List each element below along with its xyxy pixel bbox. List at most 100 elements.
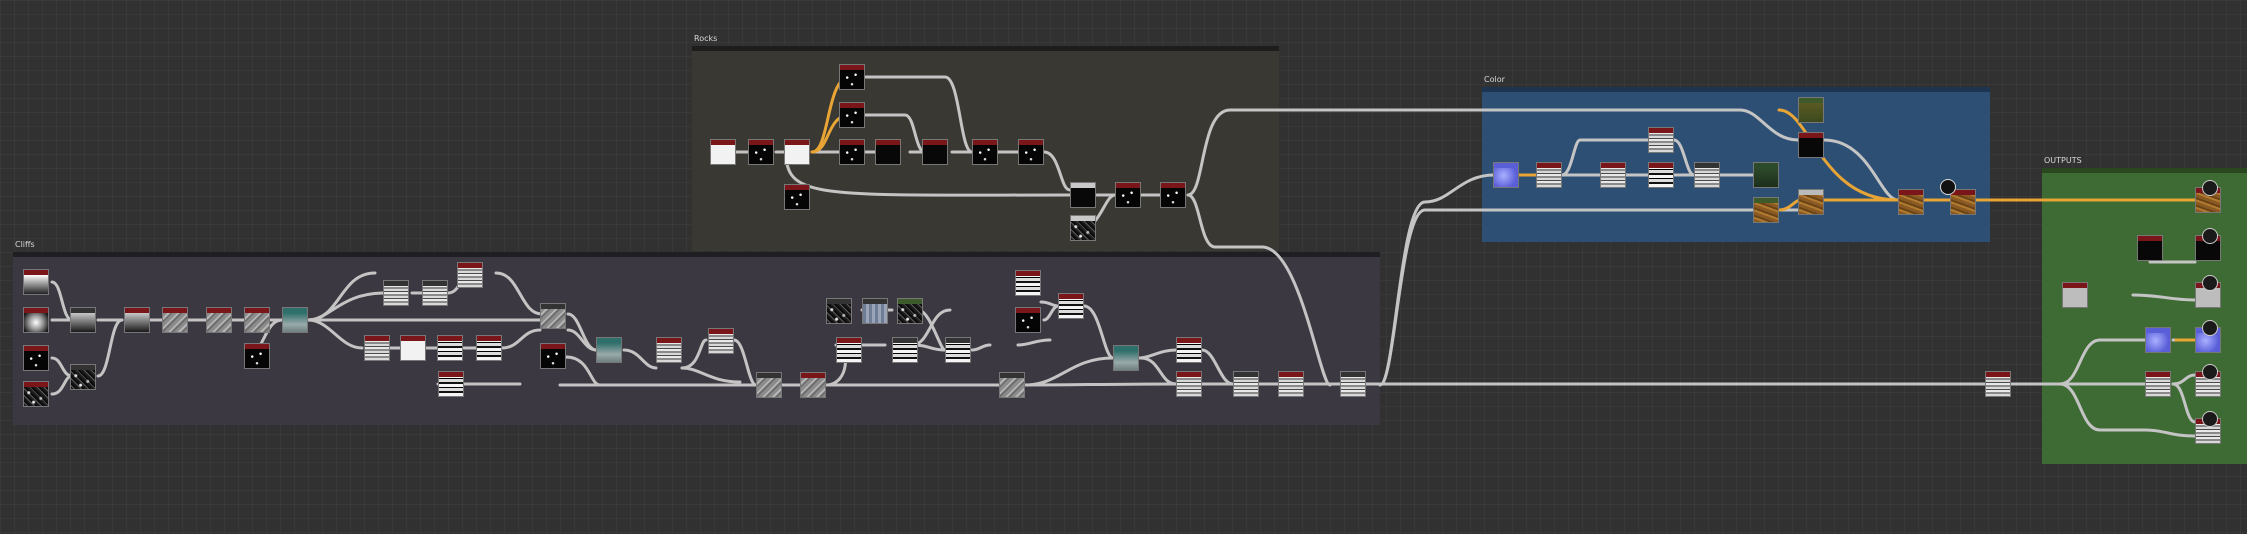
color-node-mask-a[interactable] <box>1648 127 1674 153</box>
color-node-blend-a[interactable] <box>1798 189 1824 215</box>
output-pin-icon <box>2202 228 2218 244</box>
output-node-normal-source[interactable] <box>2145 327 2171 353</box>
color-node-normal[interactable] <box>1493 162 1519 188</box>
cliffs-node-blend-b[interactable] <box>756 372 782 398</box>
color-output-pin-icon[interactable] <box>1940 179 1956 195</box>
color-node-mask-c[interactable] <box>1694 162 1720 188</box>
rocks-node-blend-a[interactable] <box>875 139 901 165</box>
cliffs-node-blur[interactable] <box>162 307 188 333</box>
rocks-node-blend-b[interactable] <box>972 139 998 165</box>
cliffs-node-strata-b[interactable] <box>400 335 426 361</box>
rocks-node-detail[interactable] <box>1070 215 1096 241</box>
cliffs-node-warp[interactable] <box>70 364 96 390</box>
cliffs-node-tex-a[interactable] <box>826 298 852 324</box>
cliffs-node-height-blend-c[interactable] <box>1113 345 1139 371</box>
frame-color-label: Color <box>1484 75 1505 84</box>
output-pin-icon <box>2202 275 2218 291</box>
color-node-mask-b[interactable] <box>1648 162 1674 188</box>
cliffs-node-bw-b[interactable] <box>892 337 918 363</box>
cliffs-node-blend-f[interactable] <box>1233 371 1259 397</box>
color-node-tint[interactable] <box>1798 97 1824 123</box>
cliffs-node-noise-b[interactable] <box>23 381 49 407</box>
main-node-blend-final[interactable] <box>1985 371 2011 397</box>
cliffs-node-strata-c[interactable] <box>437 335 463 361</box>
cliffs-node-blend-d[interactable] <box>999 372 1025 398</box>
color-node-gradient-map-b[interactable] <box>1753 197 1779 223</box>
rocks-node-scatter-c[interactable] <box>839 139 865 165</box>
frame-color[interactable]: Color <box>1482 75 1990 242</box>
color-node-blend-c[interactable] <box>1950 189 1976 215</box>
rocks-node-mask[interactable] <box>784 139 810 165</box>
frame-cliffs-label: Cliffs <box>15 240 35 249</box>
rocks-node-scatter-b[interactable] <box>839 102 865 128</box>
cliffs-node-trapezoid[interactable] <box>124 307 150 333</box>
cliffs-node-rock-c[interactable] <box>457 262 483 288</box>
output-node-basecolor[interactable] <box>2195 180 2221 213</box>
cliffs-node-strata-e[interactable] <box>438 371 464 397</box>
frame-color-bar[interactable] <box>1482 87 1990 92</box>
output-node-ao[interactable] <box>2195 411 2221 444</box>
color-node-ao[interactable] <box>1600 162 1626 188</box>
output-node-roughness-source[interactable] <box>2137 235 2163 261</box>
cliffs-node-blend-a[interactable] <box>540 303 566 329</box>
cliffs-node-rock-e[interactable] <box>708 328 734 354</box>
rocks-node-merge-b[interactable] <box>1115 182 1141 208</box>
cliffs-node-gradient-linear[interactable] <box>23 269 49 295</box>
cliffs-node-shape[interactable] <box>23 307 49 333</box>
cliffs-node-rock-b[interactable] <box>422 280 448 306</box>
output-pin-icon <box>2202 411 2218 427</box>
frame-cliffs-bar[interactable] <box>13 252 1380 257</box>
rocks-node-blend-c[interactable] <box>1018 139 1044 165</box>
output-node-metallic[interactable] <box>2195 275 2221 308</box>
output-node-height[interactable] <box>2195 364 2221 397</box>
cliffs-node-bw-a[interactable] <box>836 337 862 363</box>
frame-cliffs[interactable]: Cliffs <box>13 240 1380 425</box>
cliffs-node-strata-a[interactable] <box>364 335 390 361</box>
cliffs-node-directional-warp[interactable] <box>206 307 232 333</box>
cliffs-node-rock-d[interactable] <box>656 337 682 363</box>
color-node-dark-mask[interactable] <box>1798 132 1824 158</box>
output-pin-icon <box>2202 364 2218 380</box>
cliffs-node-layer-c[interactable] <box>1058 293 1084 319</box>
rocks-node-levels[interactable] <box>922 139 948 165</box>
cliffs-node-tex-c[interactable] <box>897 298 923 324</box>
rocks-node-scatter-a[interactable] <box>839 64 865 90</box>
cliffs-node-blend-g[interactable] <box>1278 371 1304 397</box>
cliffs-node-slope-blur[interactable] <box>244 307 270 333</box>
cliffs-node-noise-c[interactable] <box>244 343 270 369</box>
cliffs-node-layer-a[interactable] <box>1015 270 1041 296</box>
color-node-blend-b[interactable] <box>1898 189 1924 215</box>
rocks-node-edge[interactable] <box>784 184 810 210</box>
cliffs-node-bw-d[interactable] <box>1176 337 1202 363</box>
rocks-node-gradient[interactable] <box>710 139 736 165</box>
cliffs-node-transform[interactable] <box>70 307 96 333</box>
frame-outputs-label: OUTPUTS <box>2044 156 2082 165</box>
output-node-roughness[interactable] <box>2195 228 2221 261</box>
cliffs-node-height-blend[interactable] <box>282 307 308 333</box>
cliffs-node-blend-h[interactable] <box>1340 371 1366 397</box>
rocks-node-merge-c[interactable] <box>1160 182 1186 208</box>
color-node-curvature[interactable] <box>1536 162 1562 188</box>
output-pin-icon <box>2202 180 2218 196</box>
output-pin-icon <box>2202 320 2218 336</box>
cliffs-node-noise-d[interactable] <box>540 343 566 369</box>
cliffs-node-strata-d[interactable] <box>476 335 502 361</box>
cliffs-node-blend-c[interactable] <box>800 372 826 398</box>
frame-outputs-bar[interactable] <box>2042 168 2247 173</box>
output-node-height-source[interactable] <box>2145 371 2171 397</box>
frame-rocks-bar[interactable] <box>692 46 1279 51</box>
output-node-normal[interactable] <box>2195 320 2221 353</box>
cliffs-node-blend-e[interactable] <box>1176 371 1202 397</box>
rocks-node-merge-a[interactable] <box>1070 182 1096 208</box>
output-node-metallic-source[interactable] <box>2062 282 2088 308</box>
cliffs-node-bw-c[interactable] <box>945 337 971 363</box>
cliffs-node-layer-b[interactable] <box>1015 307 1041 333</box>
cliffs-node-rock-a[interactable] <box>383 280 409 306</box>
rocks-node-noise[interactable] <box>748 139 774 165</box>
color-node-gradient-map-a[interactable] <box>1753 162 1779 188</box>
cliffs-node-height-blend-b[interactable] <box>596 337 622 363</box>
cliffs-node-noise-a[interactable] <box>23 345 49 371</box>
cliffs-node-tex-b[interactable] <box>862 298 888 324</box>
